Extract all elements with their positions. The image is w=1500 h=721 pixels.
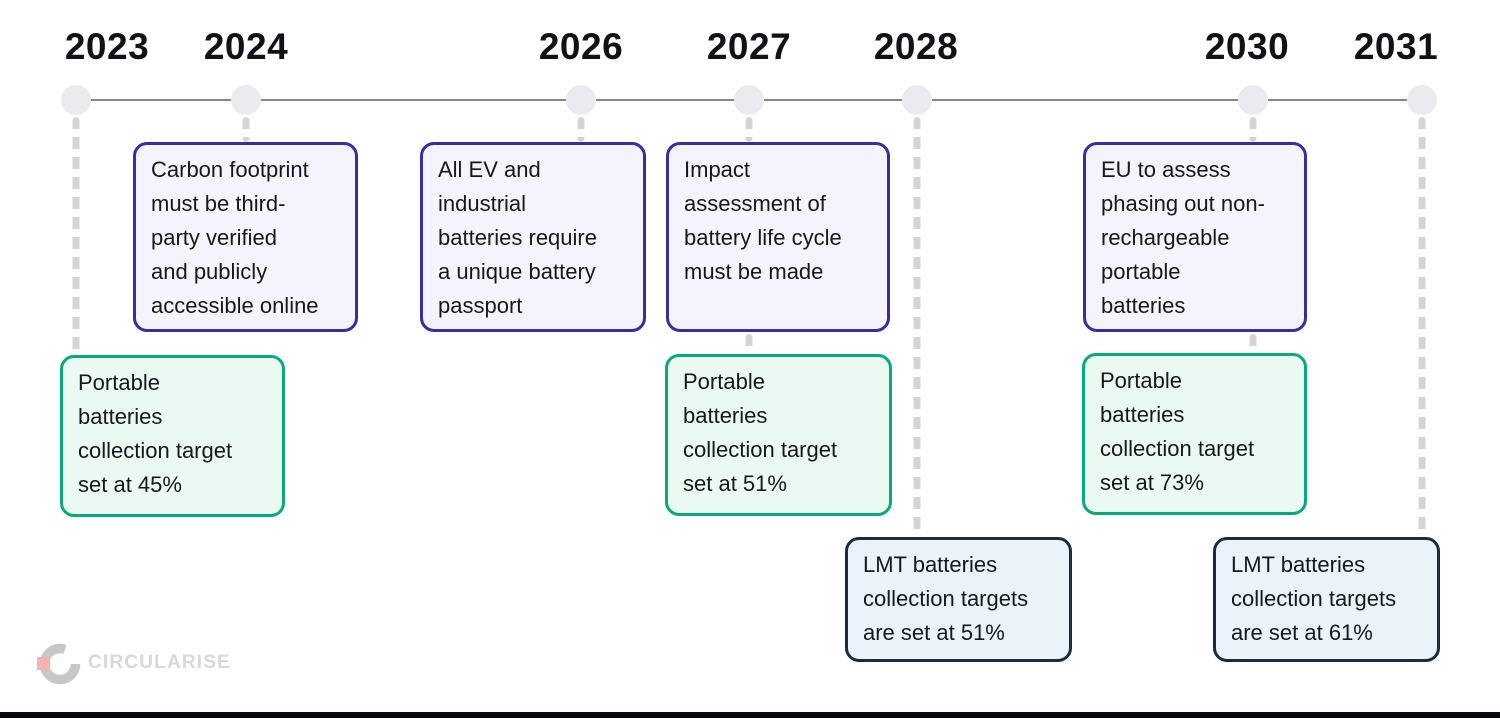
timeline-dot-2031: [1407, 85, 1437, 115]
timeline-dot-2027: [734, 85, 764, 115]
card-phase-out-assessment-2030: EU to assess phasing out non- rechargeab…: [1083, 142, 1307, 332]
timeline-dot-2028: [902, 85, 932, 115]
circularise-logo: CIRCULARISE: [37, 641, 257, 691]
year-label-2023: 2023: [64, 26, 150, 67]
year-label-2026: 2026: [538, 26, 624, 67]
year-label-2028: 2028: [873, 26, 959, 67]
card-portable-target-2030: Portable batteries collection target set…: [1082, 353, 1307, 515]
card-portable-target-2027: Portable batteries collection target set…: [665, 354, 892, 516]
dash-connector-2030-upper: [1249, 117, 1257, 142]
timeline-dot-2026: [566, 85, 596, 115]
card-lmt-target-2028: LMT batteries collection targets are set…: [845, 537, 1072, 662]
dash-connector-2030-lower: [1249, 334, 1257, 353]
dash-connector-2026: [577, 117, 585, 142]
card-carbon-footprint-2024: Carbon footprint must be third- party ve…: [133, 142, 358, 332]
timeline-dot-2023: [61, 85, 91, 115]
timeline-dot-2030: [1238, 85, 1268, 115]
bottom-border-bar: [0, 712, 1500, 718]
dash-connector-2027-lower: [745, 334, 753, 353]
card-lmt-target-2031: LMT batteries collection targets are set…: [1213, 537, 1440, 662]
circularise-logo-text: CIRCULARISE: [88, 652, 232, 673]
dash-connector-2024: [242, 117, 250, 142]
card-battery-passport-2026: All EV and industrial batteries require …: [420, 142, 646, 332]
year-label-2024: 2024: [203, 26, 289, 67]
circularise-square-icon: [37, 657, 50, 670]
card-impact-assessment-2027: Impact assessment of battery life cycle …: [666, 142, 890, 332]
dash-connector-2027-upper: [745, 117, 753, 142]
year-label-2031: 2031: [1353, 26, 1439, 67]
dash-connector-2023: [72, 117, 80, 355]
dash-connector-2028: [913, 117, 921, 535]
year-label-2027: 2027: [706, 26, 792, 67]
dash-connector-2031: [1418, 117, 1426, 535]
card-portable-target-2023: Portable batteries collection target set…: [60, 355, 285, 517]
timeline-dot-2024: [231, 85, 261, 115]
year-label-2030: 2030: [1204, 26, 1290, 67]
